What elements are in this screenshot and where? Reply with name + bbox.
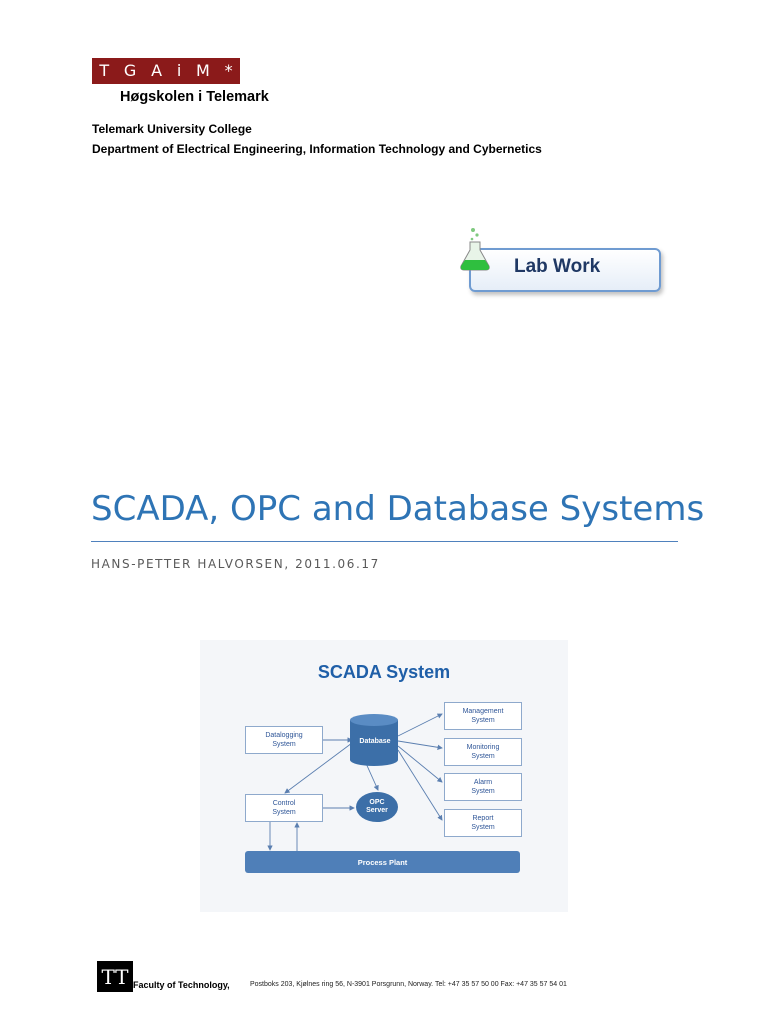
- faculty-name: Faculty of Technology,: [133, 980, 230, 990]
- lab-work-badge: [469, 248, 661, 292]
- author-line: HANS-PETTER HALVORSEN, 2011.06.17: [91, 557, 380, 571]
- connector: [397, 740, 443, 750]
- diagram-connectors: [267, 713, 443, 851]
- alarm-system-box: Alarm System: [444, 773, 522, 801]
- scada-diagram: SCADA System Database Datalogging System…: [200, 640, 568, 912]
- college-name: Telemark University College: [92, 122, 252, 136]
- department-name: Department of Electrical Engineering, In…: [92, 142, 542, 156]
- database-label: Database: [359, 738, 391, 745]
- report-system-box: Report System: [444, 809, 522, 837]
- flask-icon: [460, 228, 490, 271]
- logo-glyph: *: [224, 61, 233, 80]
- lab-work-label: Lab Work: [514, 256, 601, 277]
- logo-glyph: M: [196, 61, 210, 80]
- opc-server-node: OPC Server: [356, 792, 398, 822]
- faculty-address: Postboks 203, Kjølnes ring 56, N-3901 Po…: [250, 981, 567, 988]
- college-logo: T G A i M *: [92, 58, 240, 84]
- control-system-box: Control System: [245, 794, 323, 822]
- connector: [284, 742, 353, 794]
- faculty-logo: TT: [97, 961, 133, 992]
- management-system-box: Management System: [444, 702, 522, 730]
- datalogging-system-box: Datalogging System: [245, 726, 323, 754]
- connector: [397, 749, 443, 821]
- institution-name: Høgskolen i Telemark: [120, 89, 269, 105]
- connector: [397, 745, 443, 783]
- document-title: SCADA, OPC and Database Systems: [91, 489, 705, 529]
- logo-glyph: A: [151, 61, 163, 80]
- title-divider: [91, 541, 678, 542]
- diagram-title: SCADA System: [317, 662, 451, 682]
- process-plant-bar: Process Plant: [245, 851, 520, 873]
- connector: [397, 713, 443, 737]
- database-cylinder: [350, 714, 398, 766]
- monitoring-system-box: Monitoring System: [444, 738, 522, 766]
- logo-glyph: i: [176, 61, 182, 80]
- logo-glyph: T: [99, 61, 110, 80]
- logo-glyph: G: [123, 61, 137, 80]
